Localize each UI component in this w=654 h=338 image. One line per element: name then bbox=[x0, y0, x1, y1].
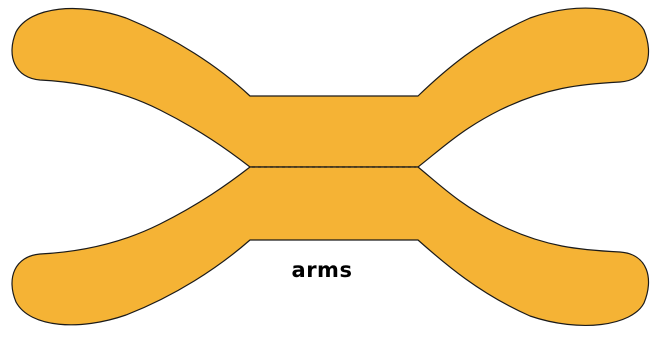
arms-lower-half bbox=[12, 167, 649, 325]
shape-label: arms bbox=[0, 258, 644, 282]
arms-upper-half bbox=[12, 8, 649, 167]
